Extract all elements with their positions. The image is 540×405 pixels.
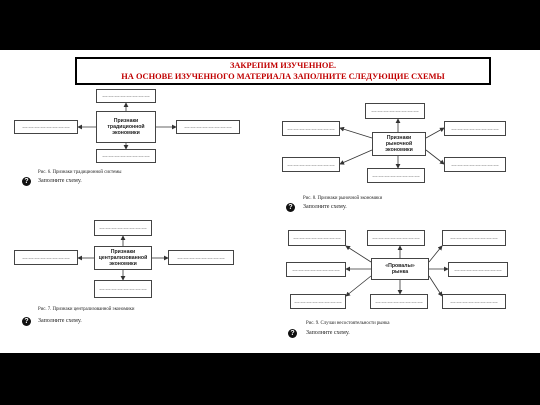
center-text: централизованной [98,254,148,261]
arrow [339,149,373,165]
center-text: рынка [391,269,409,275]
blank-box[interactable]: …………………… [94,220,152,236]
center-text: традиционной [107,123,145,130]
blank-box[interactable]: …………………… [96,149,156,163]
center-text: экономики [109,261,137,268]
task-text: Заполните схему. [303,204,347,210]
blank-box[interactable]: …………………… [367,168,425,183]
center-text: Признаки [386,134,412,141]
blank-box[interactable]: …………………… [282,121,340,136]
figure-caption: Рис. 8. Признаки рыночной экономики [303,196,383,201]
arrow [345,245,372,263]
blank-box[interactable]: …………………… [94,280,152,298]
center-box-market-failures: «Провалы» рынка [371,258,429,280]
arrow [339,126,373,139]
center-box-market: Признаки рыночной экономики [372,132,426,156]
center-text: экономики [385,147,413,154]
blank-box[interactable]: …………………… [444,121,506,136]
slide: ЗАКРЕПИМ ИЗУЧЕННОЕ. НА ОСНОВЕ ИЗУЧЕННОГО… [0,50,540,353]
center-text: «Провалы» [385,262,415,269]
task-text: Заполните схему. [306,330,350,336]
figure-caption: Рис. 7. Признаки централизованной эконом… [38,307,135,312]
blank-box[interactable]: …………………… [290,294,346,309]
question-circle-icon: ? [22,177,31,186]
blank-box[interactable]: …………………… [286,262,346,277]
center-text: экономики [112,130,140,137]
blank-box[interactable]: …………………… [168,250,234,265]
question-circle-icon: ? [286,203,295,212]
center-text: Признаки [113,117,139,124]
blank-box[interactable]: …………………… [370,294,428,309]
title-line-1: ЗАКРЕПИМ ИЗУЧЕННОЕ. [229,61,337,70]
figure-caption: Рис. 6. Признаки традиционной системы [38,170,122,175]
center-box-centralized: Признаки централизованной экономики [94,246,152,270]
connector-arrows [77,102,449,297]
title-line-2: НА ОСНОВЕ ИЗУЧЕННОГО МАТЕРИАЛА ЗАПОЛНИТЕ… [121,72,445,81]
blank-box[interactable]: …………………… [14,250,78,265]
arrow [428,275,443,297]
blank-box[interactable]: …………………… [365,103,425,119]
center-text: Признаки [110,248,136,255]
blank-box[interactable]: …………………… [442,230,506,246]
center-text: рыночной [385,140,413,147]
blank-box[interactable]: …………………… [442,294,506,309]
task-text: Заполните схему. [38,178,82,184]
arrow [425,127,445,139]
blank-box[interactable]: …………………… [96,89,156,103]
blank-box[interactable]: …………………… [367,230,425,246]
center-box-traditional: Признаки традиционной экономики [96,111,156,143]
arrow [345,275,372,297]
arrow [425,149,445,165]
blank-box[interactable]: …………………… [448,262,508,277]
blank-box[interactable]: …………………… [282,157,340,172]
task-text: Заполните схему. [38,318,82,324]
question-circle-icon: ? [288,329,297,338]
figure-caption: Рис. 9. Случаи несостоятельности рынка [306,321,390,326]
blank-box[interactable]: …………………… [176,120,240,134]
question-circle-icon: ? [22,317,31,326]
slide-title: ЗАКРЕПИМ ИЗУЧЕННОЕ. НА ОСНОВЕ ИЗУЧЕННОГО… [75,57,491,85]
blank-box[interactable]: …………………… [14,120,78,134]
blank-box[interactable]: …………………… [444,157,506,172]
blank-box[interactable]: …………………… [288,230,346,246]
arrow [428,245,443,263]
